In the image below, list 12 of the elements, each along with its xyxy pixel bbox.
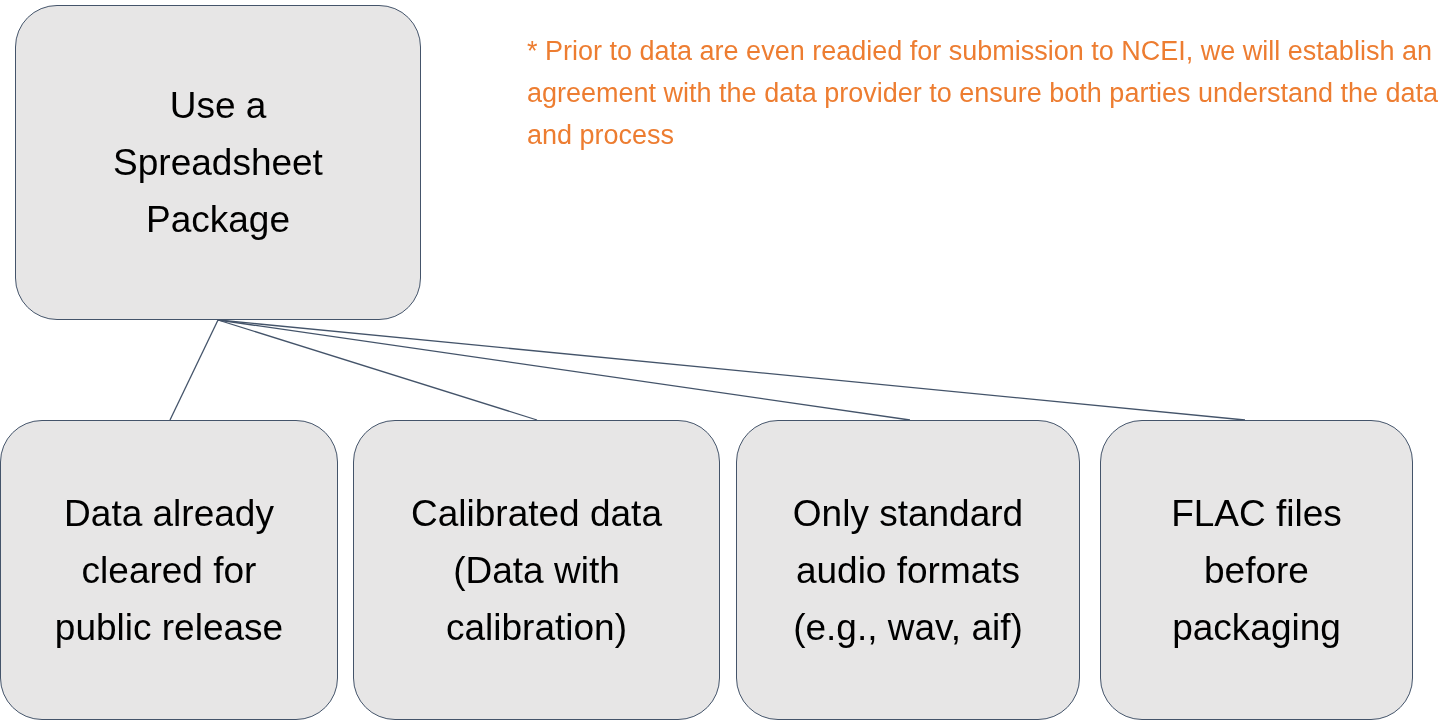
connector-line (169, 319, 219, 421)
process-box (353, 420, 720, 720)
box-text: FLAC files before packaging (1170, 491, 1343, 650)
box-text: Only standard audio formats (e.g., wav, aif) (791, 491, 1025, 650)
process-box (15, 5, 421, 320)
note-text: * Prior to data are even readied for submission to NCEI, we will establish an agreement with the data provider to ensure both parties understand the data and process (527, 35, 1440, 152)
process-box (736, 420, 1080, 720)
process-box (0, 420, 338, 720)
box-text: Use a Spreadsheet Package (112, 84, 324, 242)
process-box (1100, 420, 1413, 720)
box-text: Calibrated data (Data with calibration) (410, 491, 663, 650)
box-text: Data already cleared for public release (53, 491, 285, 650)
